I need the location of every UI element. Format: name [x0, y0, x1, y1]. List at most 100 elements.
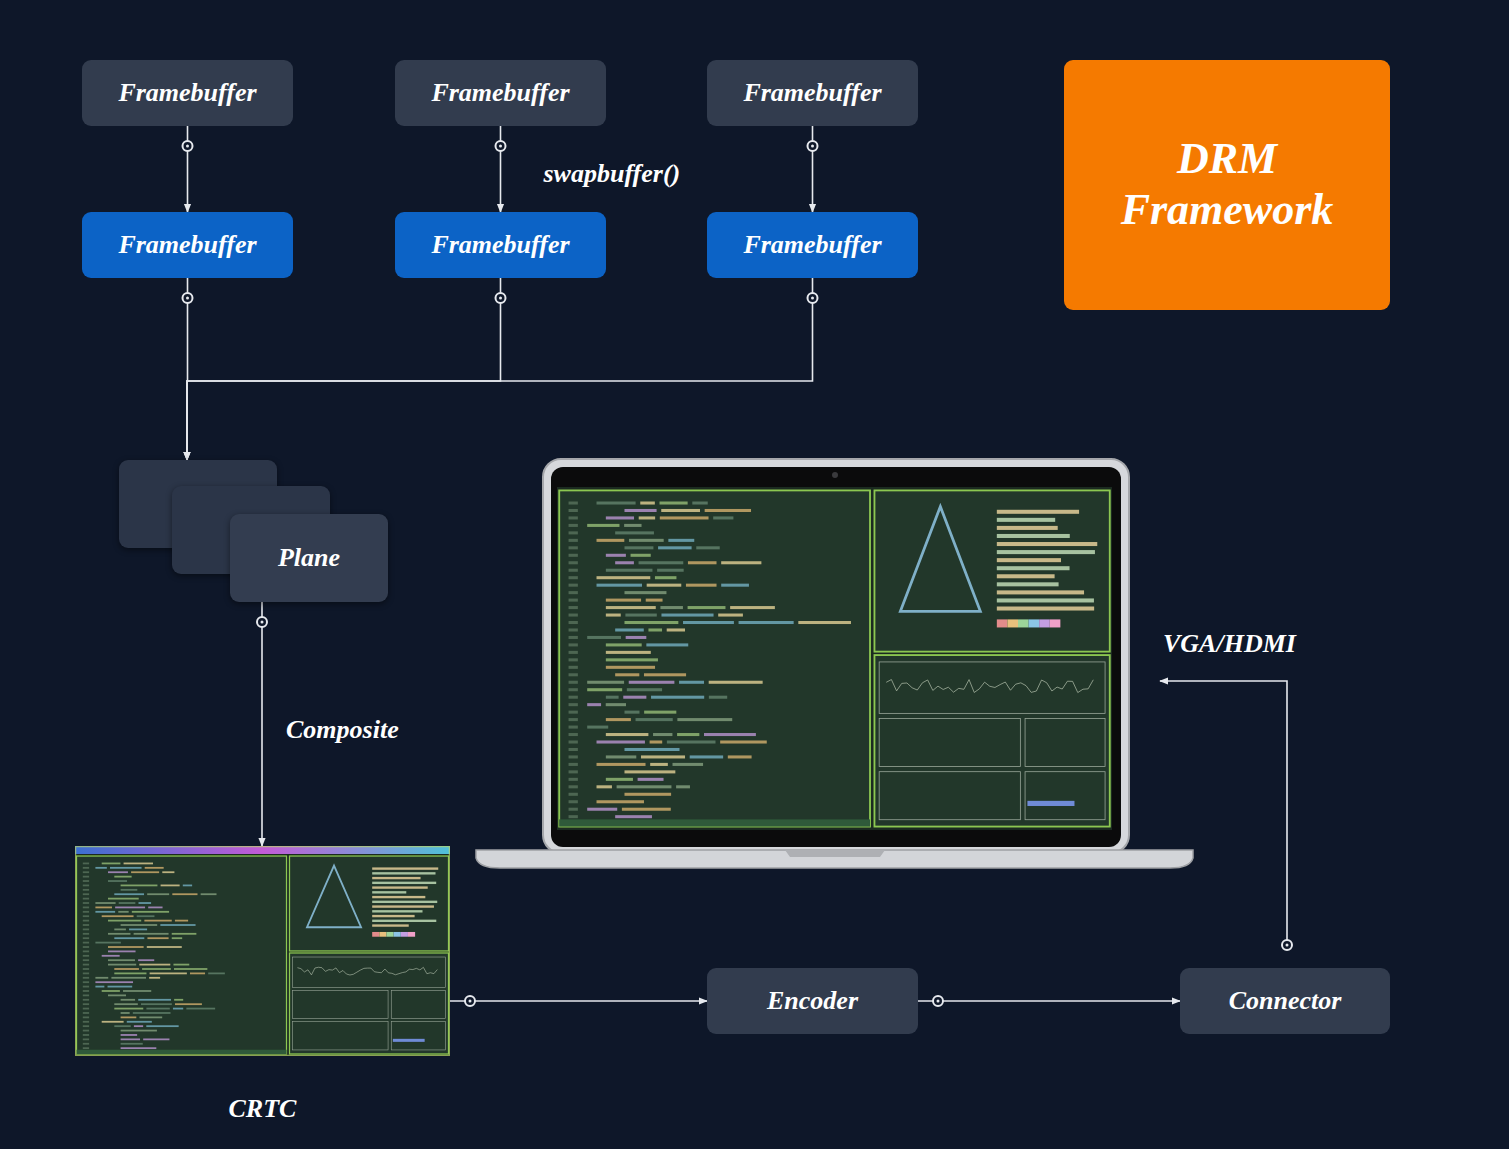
- palette-swatch: [379, 932, 386, 937]
- code-stroke: [587, 524, 619, 527]
- code-stroke: [679, 681, 704, 684]
- code-stroke: [647, 584, 682, 587]
- line-number: [569, 599, 578, 602]
- code-stroke: [624, 793, 671, 796]
- code-stroke: [615, 531, 654, 534]
- line-number: [83, 863, 89, 865]
- line-number: [569, 770, 578, 773]
- ascii-logo: [900, 507, 980, 612]
- code-stroke: [174, 999, 183, 1001]
- connector-dot-core: [261, 621, 264, 624]
- info-line: [997, 510, 1079, 514]
- code-stroke: [624, 770, 675, 773]
- code-stroke: [131, 871, 159, 873]
- line-number: [569, 793, 578, 796]
- line-number: [569, 509, 578, 512]
- code-stroke: [606, 703, 626, 706]
- line-number: [569, 748, 578, 751]
- code-stroke: [145, 867, 164, 869]
- code-stroke: [728, 755, 752, 758]
- line-number: [569, 651, 578, 654]
- line-number: [83, 959, 89, 961]
- line-number: [569, 726, 578, 729]
- code-stroke: [625, 614, 656, 617]
- code-stroke: [636, 718, 673, 721]
- node-label: Framebuffer: [118, 230, 256, 260]
- code-stroke: [718, 614, 743, 617]
- code-stroke: [713, 516, 733, 519]
- code-stroke: [606, 569, 653, 572]
- line-number: [569, 785, 578, 788]
- info-line: [372, 901, 437, 903]
- plane-stack: Plane: [119, 460, 388, 602]
- framebuffer-box: Framebuffer: [82, 212, 293, 278]
- code-stroke: [624, 591, 666, 594]
- code-stroke: [114, 876, 131, 878]
- code-stroke: [587, 726, 608, 729]
- code-stroke: [172, 893, 197, 895]
- palette-swatch: [1007, 619, 1018, 627]
- line-number: [83, 1038, 89, 1040]
- line-number: [569, 703, 578, 706]
- code-stroke: [148, 907, 162, 909]
- code-stroke: [108, 898, 139, 900]
- line-number: [569, 561, 578, 564]
- line-number: [83, 907, 89, 909]
- monitor-box: [293, 957, 446, 987]
- connector-dot-core: [186, 145, 189, 148]
- code-stroke: [121, 1043, 143, 1045]
- node-label: DRM Framework: [1107, 134, 1347, 235]
- code-stroke: [121, 885, 158, 887]
- crtc-screen: CRTC: [75, 846, 450, 1056]
- monitor-box: [293, 1022, 388, 1050]
- connector-group: [187, 278, 506, 460]
- info-line: [997, 534, 1070, 538]
- code-stroke: [606, 643, 642, 646]
- connector: [187, 126, 189, 212]
- connector-group: [808, 126, 818, 212]
- line-number: [569, 808, 578, 811]
- code-stroke: [597, 584, 643, 587]
- line-number: [83, 880, 89, 882]
- code-stroke: [108, 959, 135, 961]
- video-cable: [1160, 681, 1292, 950]
- code-stroke: [173, 964, 189, 966]
- node-label: Framebuffer: [743, 78, 881, 108]
- info-line: [997, 518, 1055, 522]
- code-stroke: [129, 929, 147, 931]
- plane-card-behind: [172, 486, 330, 574]
- code-stroke: [95, 977, 108, 979]
- plane-card-behind: [119, 460, 277, 548]
- code-stroke: [102, 990, 120, 992]
- line-number: [83, 885, 89, 887]
- line-number: [83, 994, 89, 996]
- line-number: [83, 1003, 89, 1005]
- code-stroke: [108, 946, 144, 948]
- code-stroke: [683, 621, 734, 624]
- info-line: [372, 882, 436, 884]
- info-line: [372, 896, 425, 898]
- code-stroke: [631, 554, 651, 557]
- line-number: [569, 800, 578, 803]
- code-stroke: [660, 501, 688, 504]
- line-number: [83, 977, 89, 979]
- code-stroke: [721, 561, 761, 564]
- code-stroke: [615, 628, 644, 631]
- line-number: [83, 1025, 89, 1027]
- laptop-bezel: [551, 467, 1121, 847]
- connector-box: Connector: [1180, 968, 1390, 1034]
- code-stroke: [132, 911, 169, 913]
- screen-ground: [75, 854, 450, 1056]
- framebuffer-box: Framebuffer: [395, 60, 606, 126]
- line-number: [569, 516, 578, 519]
- monitor-box: [879, 662, 1105, 713]
- framebuffer-box: Framebuffer: [707, 212, 918, 278]
- laptop-camera: [832, 472, 838, 478]
- code-stroke: [606, 599, 641, 602]
- code-stroke: [587, 636, 621, 639]
- node-label: Framebuffer: [118, 78, 256, 108]
- code-stroke: [108, 986, 133, 988]
- line-number: [83, 937, 89, 939]
- info-line: [997, 582, 1059, 586]
